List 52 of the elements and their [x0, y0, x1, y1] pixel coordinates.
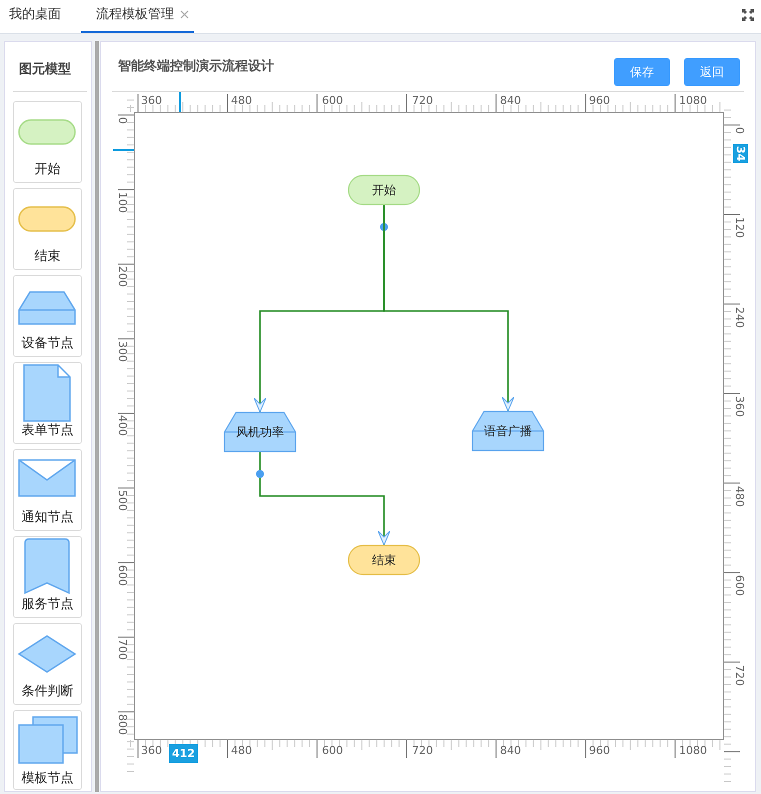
- palette-item-label: 条件判断: [20, 684, 74, 700]
- terminal-node: 结束: [348, 545, 420, 575]
- palette-item-label: 设备节点: [20, 336, 74, 352]
- ruler-number: 360: [141, 94, 162, 107]
- ruler-number: 500: [116, 490, 129, 511]
- ruler-number: 800: [116, 714, 129, 735]
- ruler-number: 200: [116, 266, 129, 288]
- ruler-number: 700: [116, 639, 129, 660]
- palette-item-label: 服务节点: [20, 597, 74, 613]
- ruler-number: 240: [733, 307, 746, 328]
- ruler-number: 360: [733, 396, 746, 417]
- palette-item-label: 开始: [34, 162, 62, 178]
- ruler-number: 960: [589, 744, 610, 757]
- ruler-number: 300: [116, 340, 129, 362]
- ruler-number: 720: [412, 744, 433, 757]
- palette-item-label: 表单节点: [20, 423, 74, 439]
- palette-item-label: 结束: [34, 249, 62, 265]
- active-tab-label: 流程模板管理: [96, 7, 174, 23]
- ruler-number: 840: [500, 94, 521, 107]
- ruler-number: 34: [733, 144, 748, 164]
- palette-item-label: 模板节点: [20, 771, 74, 787]
- ruler-number: 600: [322, 94, 343, 107]
- connector-arrow: [259, 452, 390, 546]
- connector-arrow: [383, 205, 514, 412]
- ruler-number: 480: [231, 744, 252, 757]
- ruler-number: 1080: [679, 94, 707, 107]
- ruler-number: 100: [116, 192, 129, 213]
- ruler-number: 360: [141, 744, 162, 757]
- ruler-number: 120: [733, 217, 746, 238]
- tab-label: 我的桌面: [9, 7, 61, 23]
- terminal-node: 开始: [348, 175, 420, 205]
- ruler-number: 600: [116, 564, 129, 586]
- save-button: 保存: [614, 58, 670, 86]
- ruler-number: 400: [116, 415, 129, 436]
- device-node: 风机功率: [224, 412, 296, 452]
- ruler-number: 600: [733, 575, 746, 596]
- back-button: 返回: [684, 58, 740, 86]
- ruler-number: 600: [322, 744, 343, 757]
- ruler-number: 480: [733, 486, 746, 507]
- palette-item-label: 通知节点: [20, 510, 74, 526]
- palette-heading: 图元模型: [19, 62, 71, 78]
- ruler-number: 0: [733, 127, 746, 134]
- device-node: 语音广播: [472, 411, 544, 451]
- ruler-number: 720: [733, 665, 746, 686]
- ruler-number: 412: [169, 744, 198, 763]
- ruler-number: 720: [412, 94, 433, 107]
- ruler-number: 0: [116, 117, 129, 124]
- designer-title: 智能终端控制演示流程设计: [118, 59, 274, 75]
- ruler-number: 960: [589, 94, 610, 107]
- ruler-number: 1080: [679, 744, 707, 757]
- ruler-number: 480: [231, 94, 252, 107]
- ruler-number: 840: [500, 744, 521, 757]
